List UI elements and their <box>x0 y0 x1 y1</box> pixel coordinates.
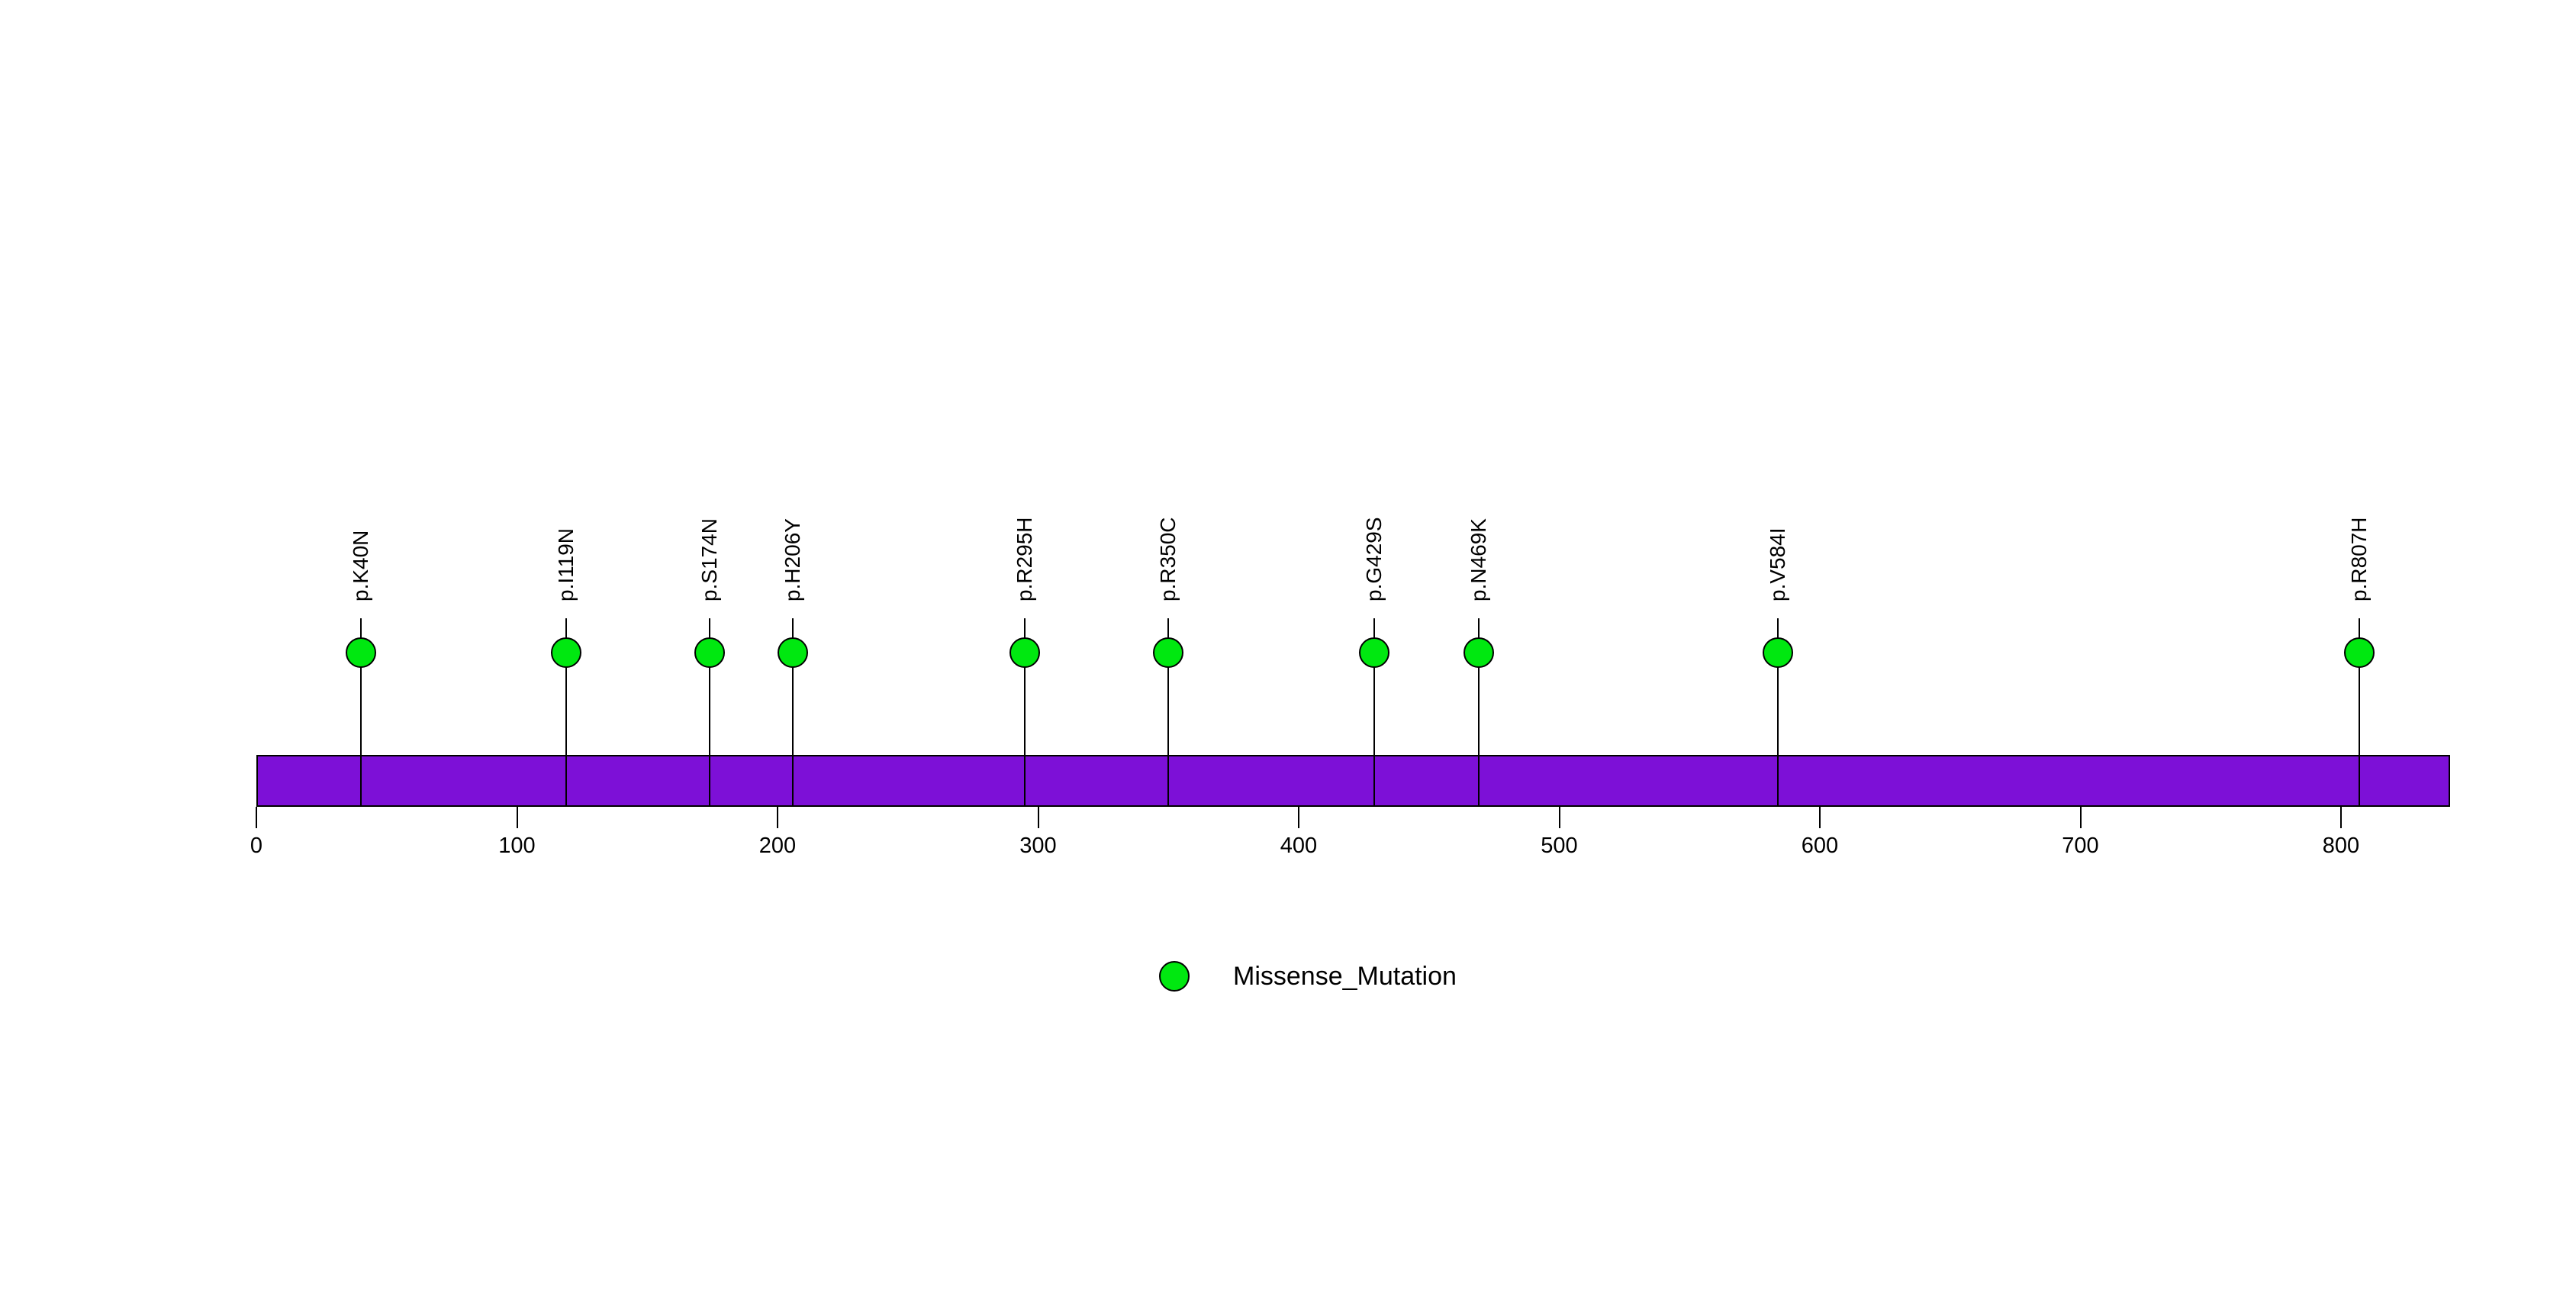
axis-tick-label: 500 <box>1541 834 1578 858</box>
axis-tick <box>2340 807 2342 828</box>
lollipop-stem <box>1477 618 1480 807</box>
lollipop-stem <box>2358 618 2360 807</box>
lollipop-stem <box>565 618 568 807</box>
legend-missense-mutation-label: Missense_Mutation <box>1233 962 1457 991</box>
lollipop-marker <box>1463 637 1494 668</box>
lollipop-marker <box>2343 637 2375 668</box>
axis-tick-label: 100 <box>498 834 536 858</box>
lollipop-marker <box>345 637 376 668</box>
axis-tick <box>1819 807 1821 828</box>
lollipop-marker <box>551 637 582 668</box>
lollipop-marker <box>1359 637 1390 668</box>
axis-tick <box>1558 807 1560 828</box>
mutation-label: p.R295H <box>1013 517 1037 601</box>
axis-tick-label: 0 <box>250 834 263 858</box>
lollipop-stem <box>1373 618 1376 807</box>
axis-tick-label: 400 <box>1280 834 1318 858</box>
axis-tick <box>1037 807 1039 828</box>
axis-tick-label: 800 <box>2322 834 2360 858</box>
lollipop-stem <box>792 618 794 807</box>
mutation-label: p.S174N <box>697 518 722 601</box>
axis-tick-label: 300 <box>1019 834 1057 858</box>
lollipop-stem <box>1167 618 1170 807</box>
lollipop-marker <box>694 637 726 668</box>
mutation-label: p.V584I <box>1766 527 1790 601</box>
mutation-label: p.K40N <box>348 530 372 601</box>
axis-tick-label: 200 <box>758 834 797 858</box>
lollipop-stem <box>1024 618 1026 807</box>
axis-tick <box>516 807 518 828</box>
mutation-label: p.H206Y <box>781 518 805 601</box>
protein-domain-bar <box>256 755 2451 807</box>
axis-tick <box>1298 807 1299 828</box>
mutation-label: p.R807H <box>2346 517 2371 601</box>
lollipop-marker <box>778 637 809 668</box>
lollipop-marker <box>1763 637 1794 668</box>
axis-tick <box>256 807 257 828</box>
mutation-label: p.G429S <box>1362 517 1386 601</box>
mutation-label: p.I119N <box>554 528 578 601</box>
lollipop-stem <box>1777 618 1779 807</box>
lollipop-stem <box>359 618 362 807</box>
mutation-label: p.R350C <box>1156 517 1180 601</box>
axis-tick-label: 700 <box>2062 834 2099 858</box>
axis-tick <box>2079 807 2082 828</box>
lollipop-marker <box>1153 637 1184 668</box>
mutation-label: p.N469K <box>1466 518 1490 601</box>
lollipop-stem <box>709 618 711 807</box>
legend-missense-mutation-icon <box>1159 961 1190 992</box>
axis-tick-label: 600 <box>1801 834 1839 858</box>
axis-tick <box>777 807 778 828</box>
lollipop-marker <box>1009 637 1041 668</box>
